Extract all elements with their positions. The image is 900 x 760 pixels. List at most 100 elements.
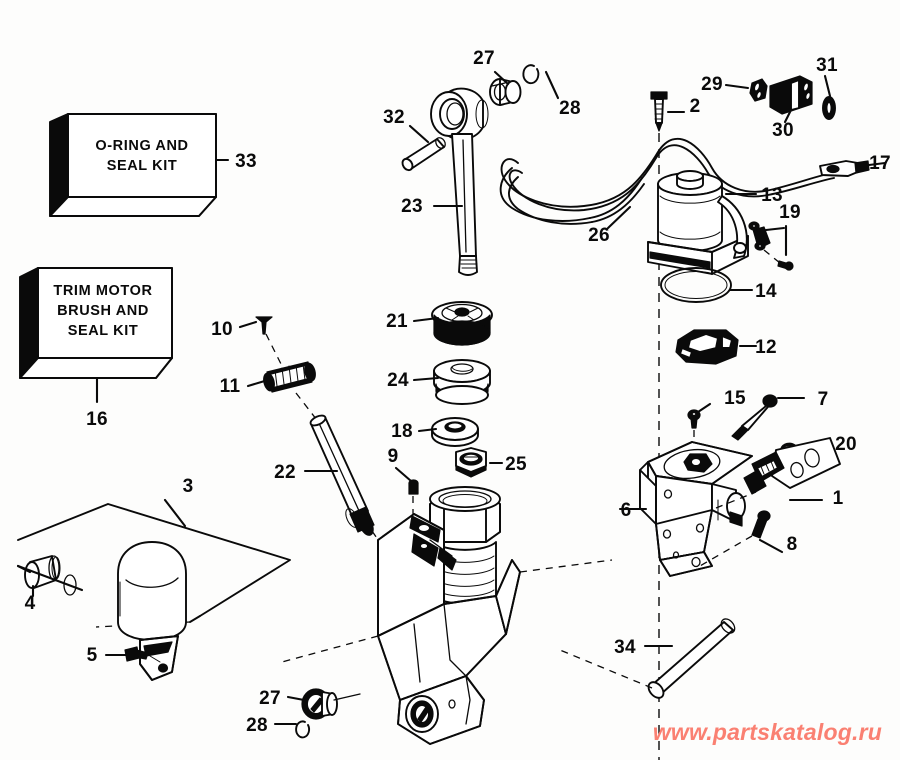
part-18-washer — [431, 417, 479, 447]
callout-23: 23 — [401, 196, 423, 217]
part-27-bushing-lower — [301, 688, 338, 720]
callout-16: 16 — [86, 409, 108, 430]
callout-21: 21 — [386, 311, 408, 332]
o-ring-seal-kit-box — [49, 113, 217, 217]
part-29-bushing — [749, 78, 768, 102]
callout-2: 2 — [690, 96, 701, 117]
callout-11: 11 — [220, 376, 241, 397]
part-9-ball-check — [408, 479, 419, 495]
part-14-o-ring — [660, 267, 732, 303]
kit-2-line-2: BRUSH AND — [57, 303, 149, 319]
callout-31: 31 — [816, 55, 838, 76]
leader-24 — [412, 376, 440, 382]
part-22-shaft-rod — [309, 414, 375, 536]
part-24-valve-body — [433, 359, 491, 405]
callout-33: 33 — [235, 151, 257, 172]
part-32-pin — [401, 137, 446, 172]
part-7-bolt-long — [731, 394, 778, 441]
part-25-lock-nut — [455, 447, 487, 478]
assembly-line-cyl-right — [519, 559, 613, 573]
callout-27-lower: 27 — [259, 688, 281, 709]
callout-3: 3 — [183, 476, 194, 497]
part-10-pin — [255, 316, 273, 335]
callout-34: 34 — [614, 637, 636, 658]
leader-10 — [238, 320, 258, 329]
part-34-pin — [647, 618, 736, 699]
part-19-ground-strap — [748, 221, 771, 251]
callout-1: 1 — [833, 488, 844, 509]
part-1-valve-cartridge — [743, 451, 785, 495]
callout-24: 24 — [387, 370, 409, 391]
leader-27-lower-ext — [333, 693, 361, 701]
callout-12: 12 — [755, 337, 777, 358]
assembly-line-cyl-left — [281, 635, 379, 663]
kit-2-line-3: SEAL KIT — [68, 323, 139, 339]
kit-box-1-text: O-RING AND SEAL KIT — [95, 138, 188, 174]
callout-7: 7 — [818, 389, 829, 410]
callout-4: 4 — [25, 593, 36, 614]
part-30-coupler — [769, 75, 813, 115]
callout-25: 25 — [505, 454, 527, 475]
callout-22: 22 — [274, 462, 296, 483]
callout-20: 20 — [835, 434, 857, 455]
part-28-retaining-ring-upper — [522, 64, 540, 85]
leader-31 — [823, 74, 832, 98]
callout-5: 5 — [87, 645, 98, 666]
part-6-manifold-bracket — [639, 441, 753, 577]
part-12-motor-cover — [675, 329, 739, 365]
callout-28-lower: 28 — [246, 715, 268, 736]
leader-4b — [16, 564, 84, 592]
callout-27-upper: 27 — [473, 48, 495, 69]
leader-11 — [246, 378, 270, 388]
assembly-line-34 — [559, 649, 653, 689]
part-17-wire-terminal — [819, 160, 870, 177]
part-1-valve-plate — [771, 437, 841, 489]
leader-17 — [867, 161, 887, 167]
leader-3 — [163, 498, 187, 528]
callout-8: 8 — [787, 534, 798, 555]
leader-27-upper — [493, 70, 510, 86]
part-26-wiring-harness — [499, 138, 837, 225]
leader-9 — [394, 466, 413, 483]
callout-17: 17 — [869, 153, 891, 174]
callout-numbers: 1 2 3 4 5 6 7 8 9 10 11 12 13 14 15 16 1… — [25, 48, 891, 736]
callout-29: 29 — [701, 74, 723, 95]
part-15-pivot-pin — [687, 409, 701, 429]
callout-14: 14 — [755, 281, 777, 302]
part-19-screw — [777, 260, 794, 271]
leader-27-lower — [286, 695, 306, 702]
part-5-screw-reservoir — [124, 646, 149, 662]
kit-box-2-text: TRIM MOTOR BRUSH AND SEAL KIT — [53, 283, 152, 339]
callout-13: 13 — [761, 185, 783, 206]
kit-1-line-2: SEAL KIT — [107, 158, 178, 174]
callout-32: 32 — [383, 107, 405, 128]
leader-32 — [408, 124, 430, 144]
leader-15 — [696, 402, 712, 414]
leader-18 — [417, 427, 438, 433]
assembly-line-10 — [265, 333, 283, 367]
assembly-line-8 — [699, 535, 753, 567]
callout-6: 6 — [621, 500, 632, 521]
part-8-bolt-short — [751, 510, 771, 539]
part-13-trim-motor — [647, 170, 749, 275]
part-31-o-ring — [822, 96, 836, 120]
part-21-piston-head — [431, 301, 493, 346]
callout-30: 30 — [772, 120, 794, 141]
watermark-partskatalog: www.partskatalog.ru — [652, 719, 882, 745]
leader-21 — [412, 316, 440, 323]
part-28-retaining-ring-lower — [295, 720, 311, 739]
leader-19a — [764, 226, 786, 232]
callout-28-upper: 28 — [559, 98, 581, 119]
leader-26 — [606, 205, 632, 230]
callout-9: 9 — [388, 446, 399, 467]
callout-18: 18 — [391, 421, 413, 442]
part-23-piston-rod — [430, 87, 489, 276]
callout-19: 19 — [779, 202, 801, 223]
part-11-filter-screen — [263, 361, 316, 393]
kit-2-line-1: TRIM MOTOR — [53, 283, 152, 299]
assembly-line-19 — [763, 249, 781, 264]
leader-8 — [758, 538, 784, 554]
trim-motor-brush-seal-kit-box — [19, 267, 173, 379]
